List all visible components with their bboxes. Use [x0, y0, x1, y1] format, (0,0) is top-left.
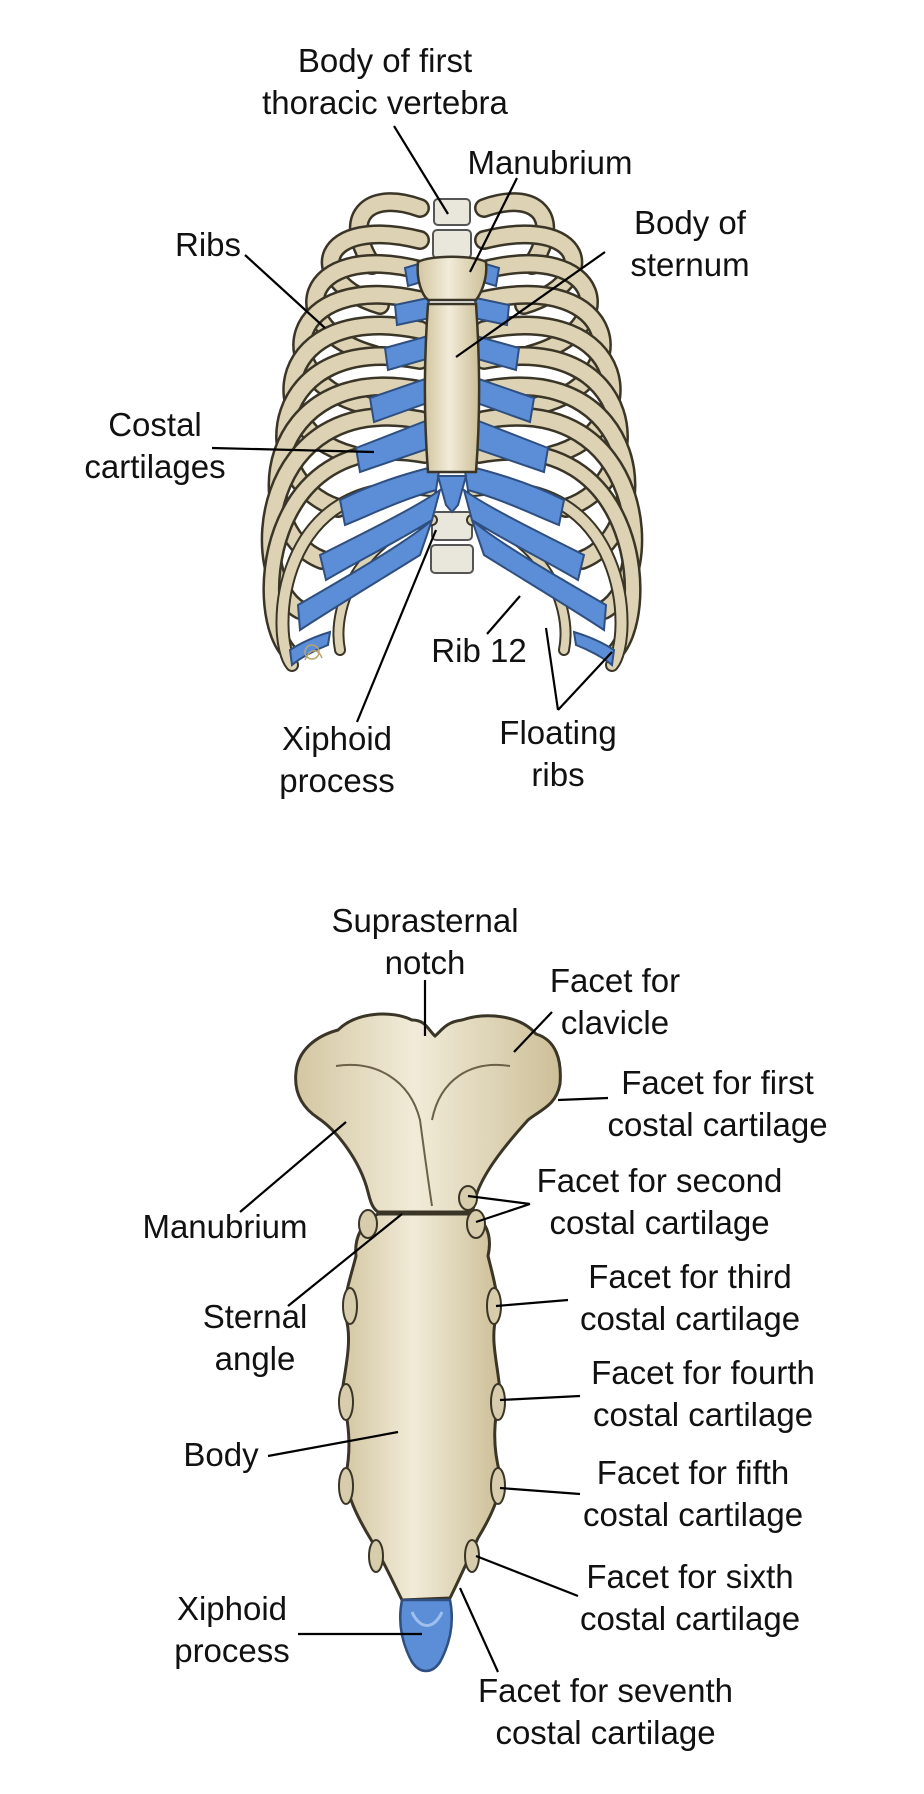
- label-line: process: [279, 762, 395, 799]
- label-line: angle: [214, 1340, 296, 1377]
- label-line: cartilages: [84, 448, 226, 485]
- ribs-right: [466, 192, 644, 672]
- label-line: clavicle: [560, 1004, 670, 1041]
- costal-cartilages-right: [462, 260, 616, 667]
- label-floating-ribs: Floating ribs: [488, 712, 628, 796]
- label-line: costal cartilage: [582, 1496, 804, 1533]
- manubrium-shape: [294, 1012, 562, 1214]
- label-line: Facet for: [549, 962, 681, 999]
- label-line: costal cartilage: [607, 1106, 828, 1143]
- sternum-leader-lines: [239, 980, 609, 1673]
- label-line: notch: [384, 944, 466, 981]
- label-line: costal cartilage: [592, 1396, 814, 1433]
- label-line: Ribs: [174, 226, 242, 263]
- label-line: Facet for seventh: [478, 1672, 733, 1709]
- costal-facets: [338, 1185, 506, 1573]
- label-line: Body of first: [297, 42, 473, 79]
- costal-cartilages-left: [288, 260, 442, 667]
- label-line: sternum: [630, 246, 750, 283]
- label-body-of-first-thoracic-vertebra: Body of first thoracic vertebra: [250, 40, 520, 124]
- label-facet-for-third-costal-cartilage: Facet for third costal cartilage: [565, 1256, 815, 1340]
- label-xiphoid-process-top: Xiphoid process: [262, 718, 412, 802]
- label-line: thoracic vertebra: [262, 84, 508, 121]
- label-line: Xiphoid: [176, 1590, 288, 1627]
- sternum-front-view: [416, 255, 488, 514]
- xiphoid-process-shape: [398, 1598, 454, 1673]
- label-line: costal cartilage: [495, 1714, 716, 1751]
- label-line: ribs: [531, 756, 585, 793]
- label-line: Facet for fourth: [591, 1354, 815, 1391]
- label-facet-for-seventh-costal-cartilage: Facet for seventh costal cartilage: [468, 1670, 743, 1754]
- label-line: Facet for fifth: [596, 1454, 790, 1491]
- label-body: Body: [176, 1434, 266, 1476]
- label-ribs: Ribs: [163, 224, 253, 266]
- label-line: Facet for sixth: [586, 1558, 794, 1595]
- label-line: Manubrium: [142, 1208, 308, 1245]
- label-manubrium-bottom: Manubrium: [130, 1206, 320, 1248]
- label-line: Body of: [634, 204, 746, 241]
- label-rib-12: Rib 12: [424, 630, 534, 672]
- label-body-of-sternum: Body of sternum: [615, 202, 765, 286]
- label-sternal-angle: Sternal angle: [190, 1296, 320, 1380]
- label-facet-for-fifth-costal-cartilage: Facet for fifth costal cartilage: [568, 1452, 818, 1536]
- rib-cage-illustration: [260, 192, 644, 672]
- label-suprasternal-notch: Suprasternal notch: [320, 900, 530, 984]
- vertebral-column: [430, 198, 474, 574]
- label-facet-for-fourth-costal-cartilage: Facet for fourth costal cartilage: [578, 1352, 828, 1436]
- label-line: costal cartilage: [549, 1204, 770, 1241]
- label-line: costal cartilage: [579, 1600, 801, 1637]
- label-line: Facet for second: [536, 1162, 783, 1199]
- ribs-left: [260, 192, 438, 672]
- label-facet-for-second-costal-cartilage: Facet for second costal cartilage: [527, 1160, 792, 1244]
- label-facet-for-clavicle: Facet for clavicle: [530, 960, 700, 1044]
- label-costal-cartilages: Costal cartilages: [70, 404, 240, 488]
- label-line: Floating: [499, 714, 617, 751]
- label-line: Body: [183, 1436, 259, 1473]
- label-manubrium-top: Manubrium: [455, 142, 645, 184]
- label-line: Facet for first: [621, 1064, 814, 1101]
- sternum-detail-illustration: [294, 1012, 562, 1673]
- rib-cage-leader-lines: [211, 125, 613, 723]
- label-line: Manubrium: [467, 144, 633, 181]
- label-line: Costal: [108, 406, 202, 443]
- label-facet-for-first-costal-cartilage: Facet for first costal cartilage: [585, 1062, 850, 1146]
- artist-signature: [304, 644, 323, 661]
- label-line: Sternal: [202, 1298, 308, 1335]
- label-line: Rib 12: [431, 632, 527, 669]
- label-facet-for-sixth-costal-cartilage: Facet for sixth costal cartilage: [565, 1556, 815, 1640]
- label-line: costal cartilage: [579, 1300, 801, 1337]
- label-line: Suprasternal: [331, 902, 519, 939]
- label-xiphoid-process-bottom: Xiphoid process: [162, 1588, 302, 1672]
- label-line: Facet for third: [588, 1258, 792, 1295]
- label-line: Xiphoid: [281, 720, 393, 757]
- label-line: process: [174, 1632, 290, 1669]
